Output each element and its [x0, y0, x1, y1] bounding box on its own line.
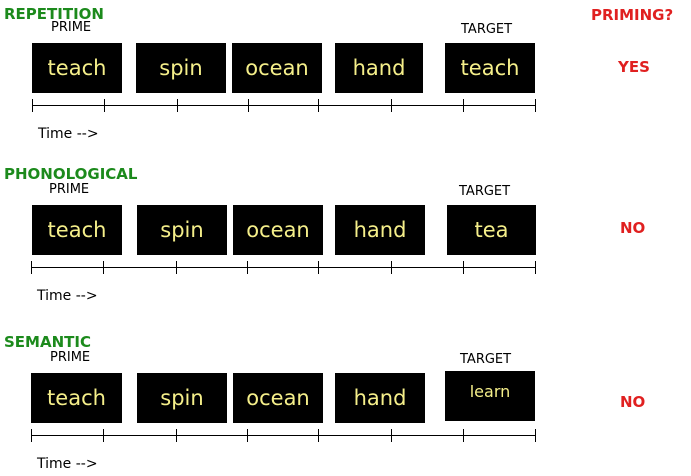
word-text: spin: [160, 217, 204, 242]
timeline-tick: [318, 99, 319, 112]
timeline-tick: [31, 429, 32, 442]
word-text: learn: [469, 382, 511, 401]
target-label: TARGET: [461, 22, 513, 37]
timeline-tick: [176, 261, 177, 274]
word-box-filler: hand: [335, 43, 423, 93]
timeline-tick: [391, 261, 392, 274]
word-text: hand: [353, 385, 407, 410]
timeline-tick: [32, 99, 33, 112]
word-text: teach: [47, 55, 107, 80]
time-axis-label: Time -->: [37, 456, 98, 472]
time-axis-label: Time -->: [37, 288, 98, 304]
word-text: ocean: [245, 55, 309, 80]
priming-answer: NO: [620, 393, 646, 411]
timeline-tick: [247, 429, 248, 442]
section-title-repetition: REPETITION: [4, 5, 104, 23]
timeline-tick: [177, 99, 178, 112]
timeline-tick: [103, 261, 104, 274]
timeline-tick: [391, 99, 392, 112]
timeline-tick: [103, 429, 104, 442]
prime-label: PRIME: [49, 182, 90, 197]
word-box-prime: teach: [32, 43, 122, 93]
target-label: TARGET: [460, 352, 512, 367]
priming-column-header: PRIMING?: [591, 6, 674, 24]
word-text: spin: [160, 385, 204, 410]
word-text: tea: [474, 217, 509, 242]
word-box-filler: ocean: [233, 205, 323, 255]
section-title-phonological: PHONOLOGICAL: [4, 165, 138, 183]
word-box-filler: hand: [335, 205, 425, 255]
word-box-target: learn: [445, 371, 535, 421]
word-text: hand: [352, 55, 406, 80]
timeline-tick: [176, 429, 177, 442]
timeline-tick: [535, 429, 536, 442]
word-box-filler: ocean: [232, 43, 322, 93]
word-box-prime: teach: [32, 205, 122, 255]
timeline-tick: [31, 261, 32, 274]
timeline-tick: [463, 99, 464, 112]
word-text: teach: [460, 55, 520, 80]
timeline-axis: [31, 267, 536, 268]
word-box-filler: hand: [335, 373, 425, 423]
timeline-tick: [463, 261, 464, 274]
priming-answer: NO: [620, 219, 646, 237]
word-text: ocean: [246, 217, 310, 242]
word-box-filler: ocean: [233, 373, 323, 423]
time-axis-label: Time -->: [38, 126, 99, 142]
priming-answer: YES: [618, 58, 650, 76]
target-label: TARGET: [459, 184, 511, 199]
word-box-target: teach: [445, 43, 535, 93]
word-box-filler: spin: [137, 373, 227, 423]
timeline-tick: [318, 261, 319, 274]
timeline-tick: [463, 429, 464, 442]
section-title-semantic: SEMANTIC: [4, 333, 91, 351]
word-text: ocean: [246, 385, 310, 410]
timeline-tick: [104, 99, 105, 112]
word-text: spin: [159, 55, 203, 80]
word-text: teach: [47, 217, 107, 242]
timeline-tick: [318, 429, 319, 442]
word-text: hand: [353, 217, 407, 242]
timeline-axis: [31, 435, 536, 436]
word-box-filler: spin: [137, 205, 227, 255]
prime-label: PRIME: [51, 20, 92, 35]
timeline-tick: [247, 261, 248, 274]
timeline-axis: [32, 105, 536, 106]
word-box-target: tea: [447, 205, 536, 255]
timeline-tick: [391, 429, 392, 442]
word-text: teach: [47, 385, 106, 410]
timeline-tick: [248, 99, 249, 112]
prime-label: PRIME: [50, 350, 91, 365]
word-box-prime: teach: [31, 373, 122, 423]
timeline-tick: [535, 99, 536, 112]
timeline-tick: [535, 261, 536, 274]
word-box-filler: spin: [136, 43, 226, 93]
